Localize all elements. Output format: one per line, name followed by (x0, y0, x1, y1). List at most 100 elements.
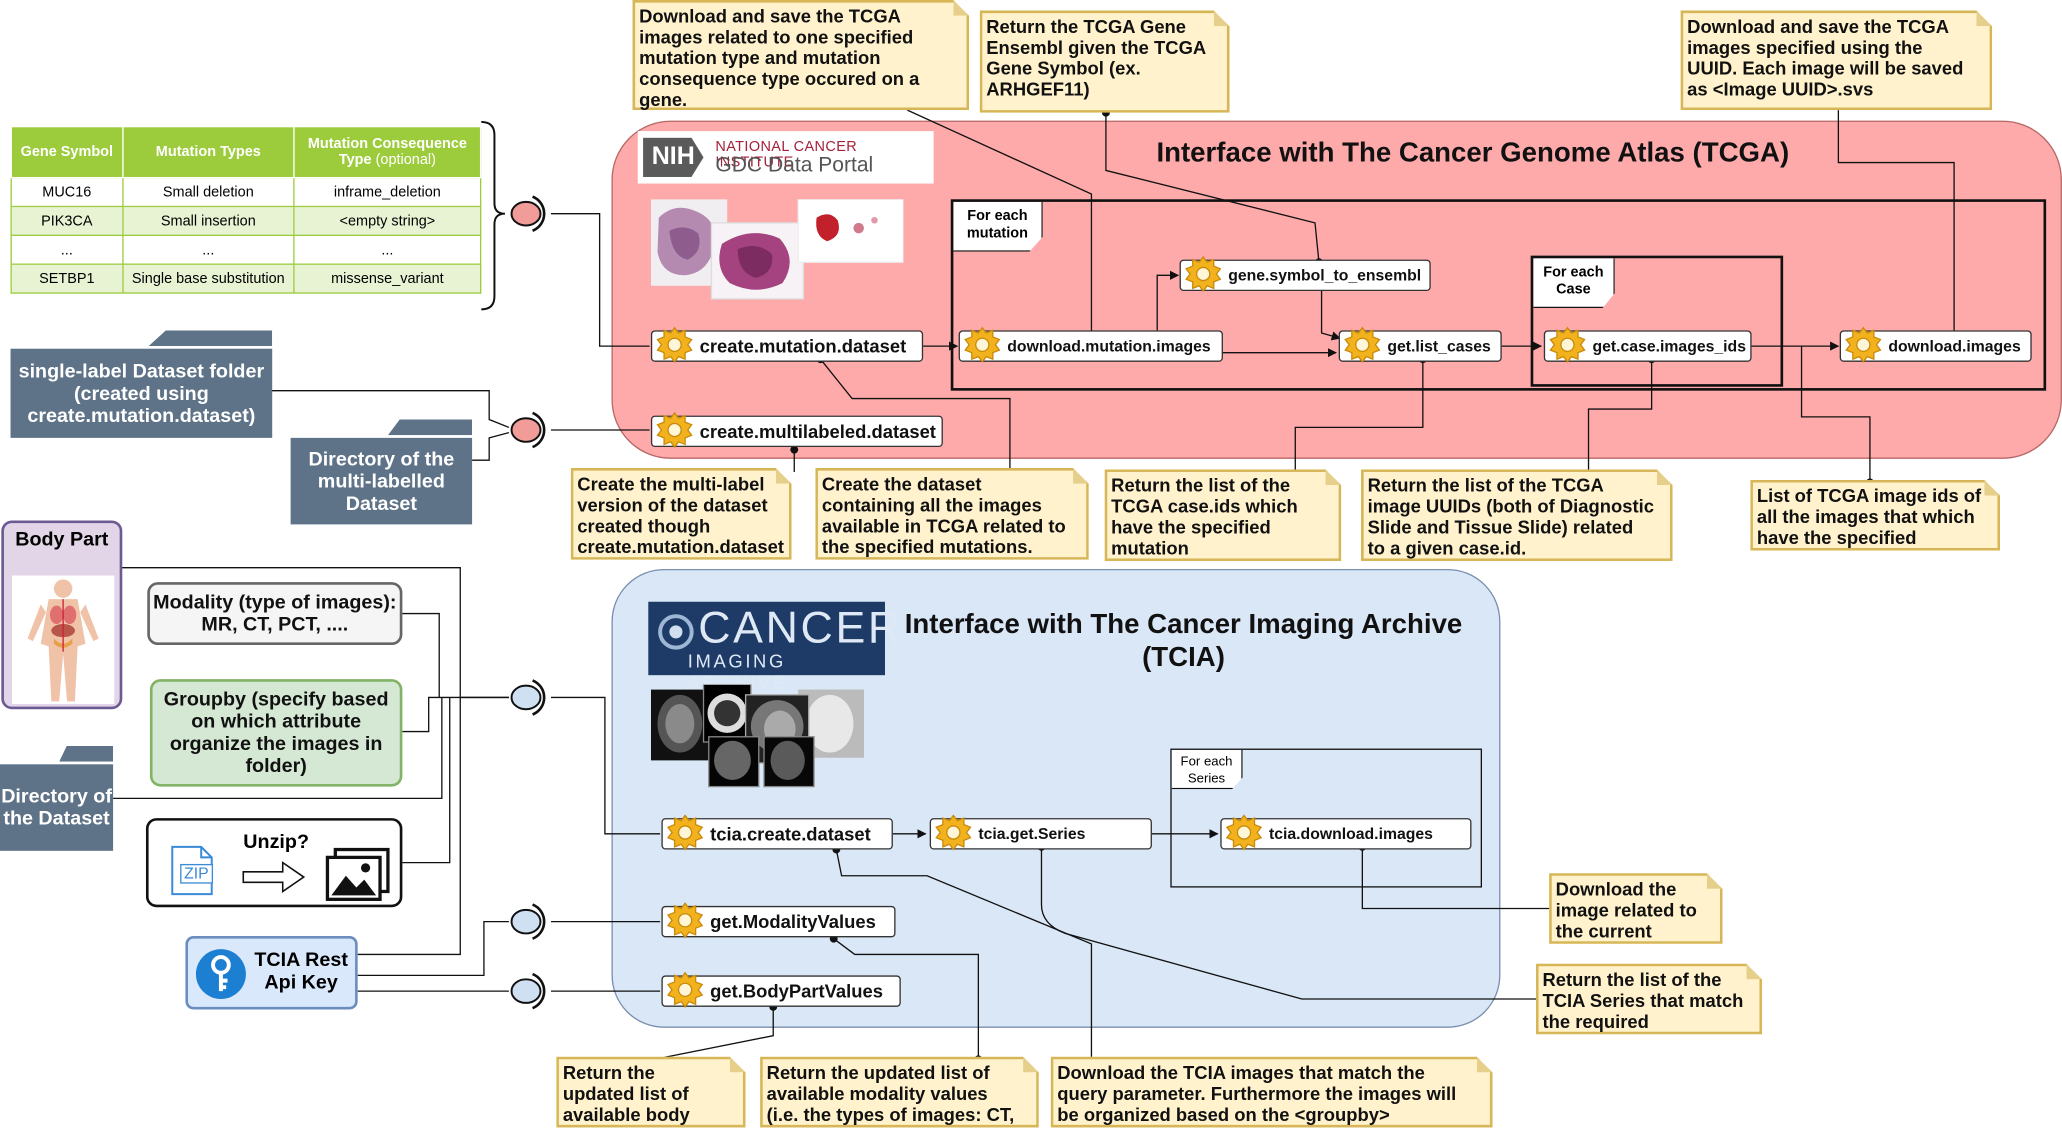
table-cell: missense_variant (293, 263, 482, 294)
logo-line1: NATIONAL CANCER INSTITUTE (715, 138, 858, 171)
mutation-table: Gene Symbol Mutation Types Mutation Cons… (10, 125, 482, 294)
single-label-folder: single-label Dataset folder (created usi… (10, 348, 273, 438)
table-header-label: Mutation Consequence Type (307, 136, 467, 168)
fn-label: get.ModalityValues (710, 911, 876, 933)
note-gene-symbol: Return the TCGA Gene Ensembl given the T… (980, 10, 1230, 112)
note-download-mutation-images: Download and save the TCGA images relate… (633, 0, 970, 110)
gdc-logo: NIH NATIONAL CANCER INSTITUTE GDC Data P… (637, 131, 934, 184)
fn-get-modality-values[interactable]: get.ModalityValues (661, 902, 896, 939)
images-icon (325, 847, 390, 901)
note-multilabeled: Create the multi-label version of the da… (571, 468, 792, 560)
fn-label: create.mutation.dataset (699, 335, 907, 357)
gear-icon (1549, 326, 1586, 363)
unzip-label: Unzip? (243, 831, 310, 854)
tcga-title: Interface with The Cancer Genome Atlas (… (1156, 137, 1790, 168)
table-header-optional: (optional) (375, 152, 436, 168)
fn-create-mutation-dataset[interactable]: create.mutation.dataset (650, 326, 924, 363)
groupby-input: Groupby (specify based on which attribut… (149, 679, 403, 787)
body-part-label: Body Part (15, 528, 109, 551)
modality-input: Modality (type of images): MR, CT, PCT, … (147, 582, 403, 646)
table-cell: PIK3CA (10, 205, 124, 236)
tcia-logo-line1: CANCER (698, 603, 903, 653)
fn-tcia-get-series[interactable]: tcia.get.Series (929, 814, 1152, 851)
gear-icon (666, 902, 704, 939)
fn-gene-symbol-to-ensembl[interactable]: gene.symbol_to_ensembl (1179, 255, 1431, 293)
note-body-parts: Return the updated list of available bod… (556, 1057, 745, 1128)
fn-get-list-cases[interactable]: get.list_cases (1338, 326, 1502, 363)
table-cell: inframe_deletion (293, 176, 482, 208)
body-anatomy-icon (11, 575, 115, 705)
loop-label-case: For each Case (1533, 258, 1615, 309)
note-download-images: Download and save the TCGA images specif… (1681, 10, 1993, 110)
mri-scans-image (650, 683, 868, 789)
fn-label: tcia.get.Series (978, 824, 1086, 843)
gear-icon (1344, 326, 1381, 363)
loop-label-mutation: For each mutation (953, 201, 1043, 252)
api-key-label: TCIA Rest Api Key (254, 949, 348, 994)
table-cell: ... (121, 234, 295, 265)
note-list-cases: Return the list of the TCGA case.ids whi… (1105, 469, 1342, 561)
nih-badge: NIH (643, 137, 704, 177)
api-key-input: TCIA Rest Api Key (185, 936, 358, 1010)
note-download-tcia: Download the TCIA images that match the … (1051, 1057, 1493, 1128)
loop-for-each-series: For each Series (1170, 748, 1483, 888)
gear-icon (1185, 255, 1222, 293)
table-cell: Small insertion (121, 205, 295, 236)
loop-for-each-mutation: For each mutation (950, 199, 2047, 391)
fn-get-bodypart-values[interactable]: get.BodyPartValues (661, 971, 901, 1008)
gear-icon (1845, 326, 1882, 363)
multilabel-directory: Directory of the multi-labelled Dataset (290, 437, 473, 525)
tcia-logo: CANCER IMAGING ARCHIVE (648, 601, 900, 692)
fn-download-mutation-images[interactable]: download.mutation.images (958, 326, 1223, 363)
gear-icon (935, 814, 972, 851)
fn-label: create.multilabeled.dataset (699, 420, 936, 442)
table-cell: Small deletion (121, 176, 295, 208)
logo-line2: GDC Data Portal (715, 154, 874, 177)
zip-label: ZIP (180, 863, 213, 884)
folder-tab (59, 745, 114, 762)
table-cell: ... (10, 234, 124, 265)
table-cell: Single base substitution (121, 263, 295, 294)
note-series-list: Return the list of the TCIA Series that … (1536, 964, 1762, 1035)
fn-label: download.images (1888, 336, 2021, 356)
fn-tcia-download-images[interactable]: tcia.download.images (1220, 814, 1472, 851)
fn-label: download.mutation.images (1007, 336, 1211, 356)
table-row: ......... (10, 234, 482, 265)
note-image-uuids: Return the list of the TCGA image UUIDs … (1361, 469, 1673, 561)
table-header: Gene Symbol (10, 125, 124, 179)
gear-icon (666, 814, 704, 851)
loop-label-series: For each Series (1171, 749, 1243, 790)
dataset-directory: Directory of the Dataset (0, 764, 114, 851)
body-part-input: Body Part (1, 520, 123, 710)
table-cell: MUC16 (10, 176, 124, 208)
gear-icon (1225, 814, 1263, 851)
note-create-dataset: Create the dataset containing all the im… (815, 468, 1089, 560)
fn-label: gene.symbol_to_ensembl (1228, 266, 1422, 285)
note-image-ids-list: List of TCGA image ids of all the images… (1750, 480, 2000, 551)
gear-icon (964, 326, 1001, 363)
histology-slides-image (650, 198, 905, 301)
key-icon (195, 949, 246, 999)
fn-label: get.case.images_ids (1592, 336, 1746, 356)
gear-icon (666, 971, 704, 1008)
gear-icon (656, 411, 693, 449)
fn-get-case-images-ids[interactable]: get.case.images_ids (1543, 326, 1752, 363)
fn-label: get.list_cases (1387, 336, 1491, 356)
lollipop-interface-icon (510, 195, 546, 1010)
table-cell: SETBP1 (10, 263, 124, 294)
tcia-logo-emblem-icon (658, 614, 694, 650)
loop-for-each-case: For each Case (1530, 255, 1784, 387)
fn-label: get.BodyPartValues (710, 980, 884, 1002)
fn-tcia-create-dataset[interactable]: tcia.create.dataset (661, 814, 893, 851)
gear-icon (656, 326, 693, 363)
fn-download-images[interactable]: download.images (1839, 326, 2032, 363)
arrow-right-icon (242, 861, 306, 893)
fn-create-multilabeled-dataset[interactable]: create.multilabeled.dataset (650, 411, 943, 449)
folder-tab (387, 419, 473, 436)
fn-label: tcia.download.images (1268, 824, 1433, 843)
table-header-consequence: Mutation Consequence Type (optional) (293, 125, 482, 179)
table-header: Mutation Types (121, 125, 295, 179)
table-cell: <empty string> (293, 205, 482, 236)
